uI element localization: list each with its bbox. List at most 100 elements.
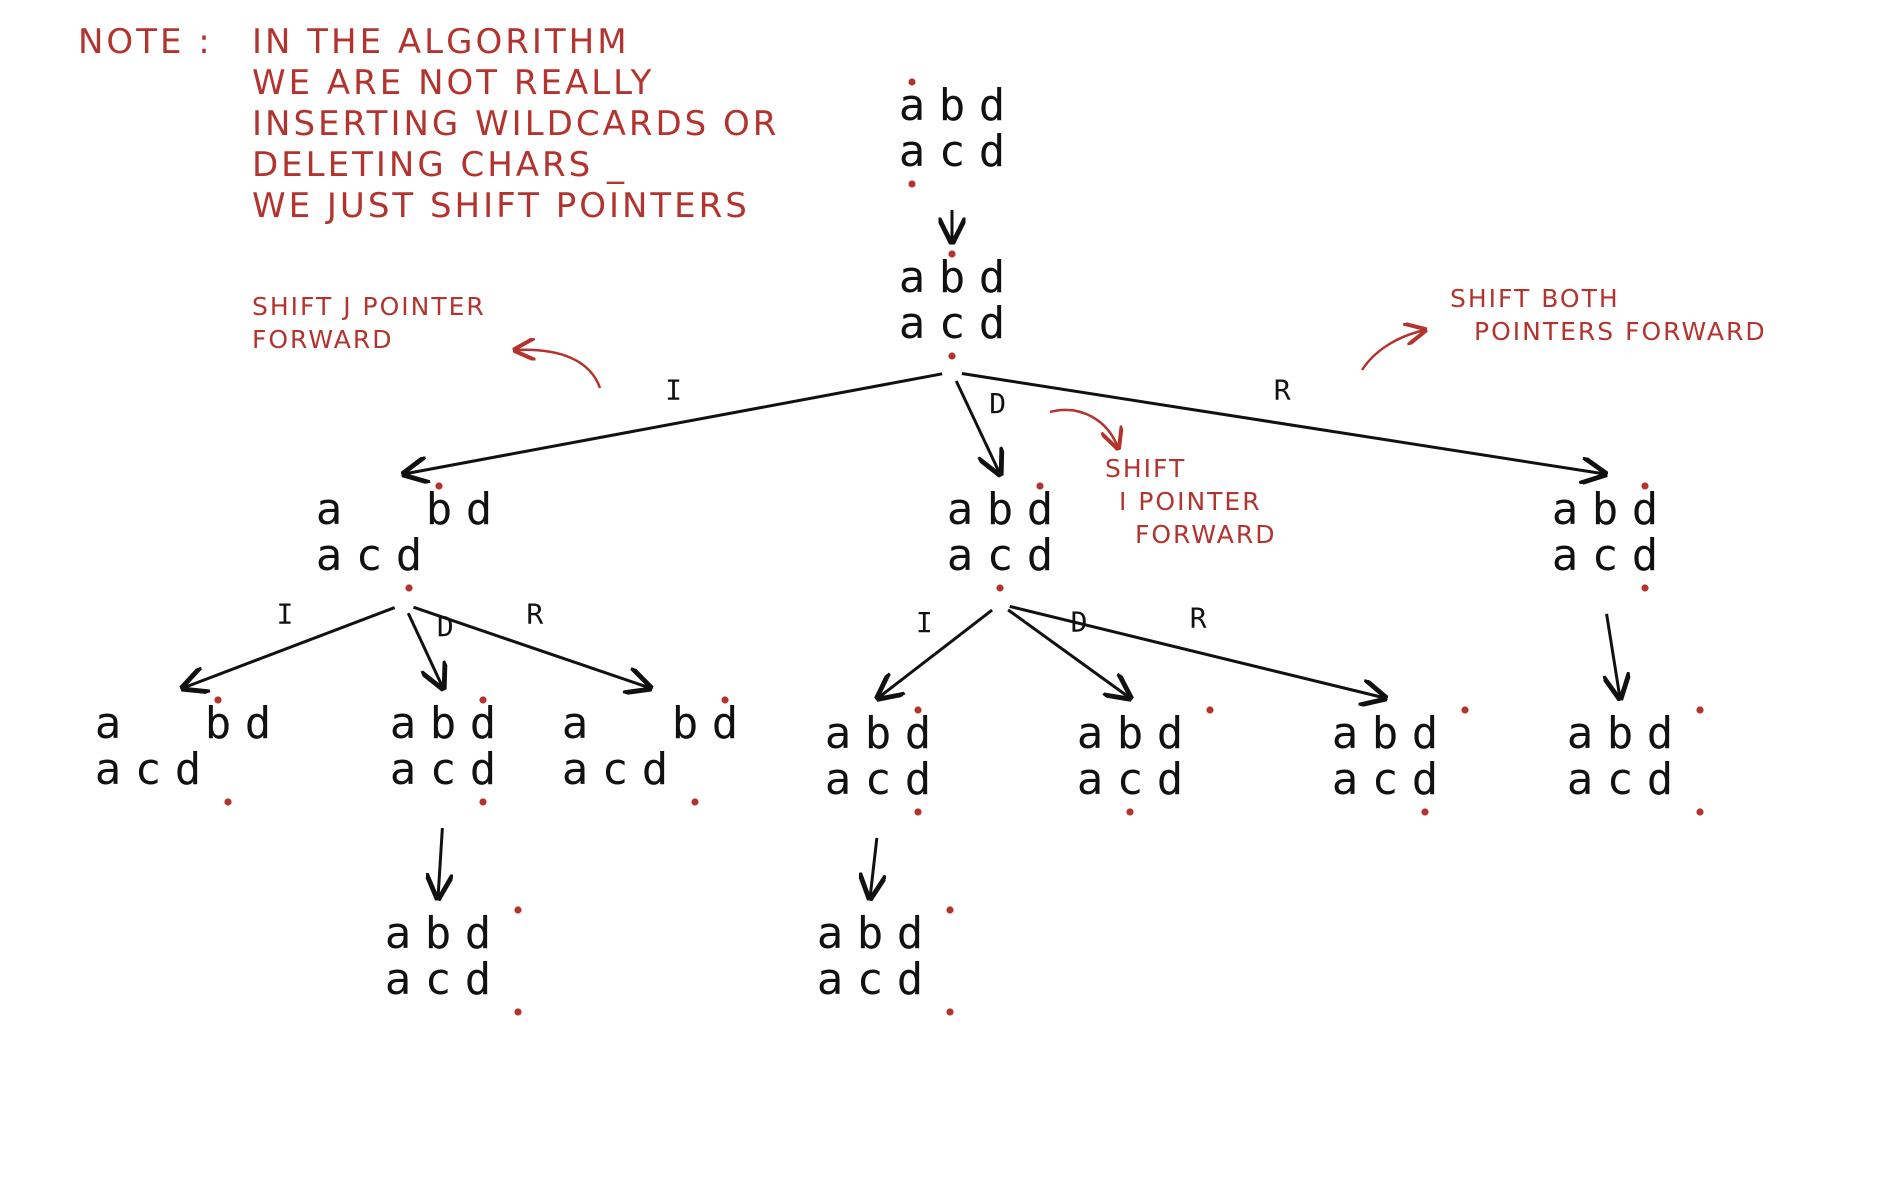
note-line: POINTERS FORWARD bbox=[1474, 317, 1767, 346]
string2-char: d bbox=[1412, 754, 1439, 805]
string2-char: c bbox=[602, 744, 629, 795]
string1-char: d bbox=[897, 908, 924, 959]
string2-char: c bbox=[939, 298, 966, 349]
note-line: SHIFT BOTH bbox=[1450, 284, 1620, 313]
tree-edge bbox=[412, 605, 650, 688]
edge-label: R bbox=[1190, 602, 1207, 635]
edge-label: R bbox=[1274, 373, 1291, 406]
string2-char: d bbox=[979, 298, 1006, 349]
string2-char: c bbox=[857, 954, 884, 1005]
tree-edge bbox=[878, 608, 993, 698]
string1-char: d bbox=[470, 698, 497, 749]
i-pointer-dot bbox=[1641, 482, 1649, 490]
string2-char: a bbox=[1332, 754, 1359, 805]
tree-edge bbox=[183, 606, 396, 688]
annotation-arrows bbox=[515, 330, 1425, 448]
tree-edge bbox=[1009, 604, 1385, 698]
string1-char: d bbox=[1647, 708, 1674, 759]
string2-char: c bbox=[987, 530, 1014, 581]
string1-char: a bbox=[1552, 484, 1579, 535]
string1-char: d bbox=[1412, 708, 1439, 759]
string2-char: d bbox=[897, 954, 924, 1005]
string2-char: d bbox=[470, 744, 497, 795]
j-pointer-dot bbox=[996, 584, 1004, 592]
string1-char: b bbox=[939, 80, 966, 131]
string2-char: c bbox=[865, 754, 892, 805]
string1-char: b bbox=[425, 908, 452, 959]
i-pointer-dot bbox=[214, 696, 222, 704]
string1-char: d bbox=[245, 698, 272, 749]
j-pointer-dot bbox=[1421, 808, 1429, 816]
i-pointer-dot bbox=[1206, 706, 1214, 714]
string2-char: a bbox=[1552, 530, 1579, 581]
string2-char: d bbox=[642, 744, 669, 795]
note-shift-both: SHIFT BOTH POINTERS FORWARD bbox=[1450, 282, 1767, 348]
string1-char: a bbox=[385, 908, 412, 959]
note-line: INSERTING WILDCARDS OR bbox=[252, 104, 780, 144]
note-prefix: NOTE : bbox=[78, 22, 213, 62]
string2-char: a bbox=[899, 126, 926, 177]
j-pointer-dot bbox=[479, 798, 487, 806]
string2-char: a bbox=[817, 954, 844, 1005]
string2-char: a bbox=[947, 530, 974, 581]
i-pointer-dot bbox=[1696, 706, 1704, 714]
string1-char: a bbox=[947, 484, 974, 535]
string1-char: b bbox=[1592, 484, 1619, 535]
i-pointer-dot bbox=[435, 482, 443, 490]
note-line: I POINTER bbox=[1119, 487, 1262, 516]
note-line: IN THE ALGORITHM bbox=[252, 22, 630, 62]
string1-char: b bbox=[939, 252, 966, 303]
string2-char: d bbox=[979, 126, 1006, 177]
string2-char: d bbox=[465, 954, 492, 1005]
string2-char: d bbox=[1027, 530, 1054, 581]
string2-char: c bbox=[939, 126, 966, 177]
string2-char: a bbox=[1567, 754, 1594, 805]
note-line: FORWARD bbox=[1135, 520, 1277, 549]
note-line: DELETING CHARS _ bbox=[252, 145, 628, 185]
note-line: WE ARE NOT REALLY bbox=[252, 63, 655, 103]
j-pointer-dot bbox=[1696, 808, 1704, 816]
string1-char: a bbox=[316, 484, 343, 535]
string1-char: d bbox=[905, 708, 932, 759]
string1-char: d bbox=[712, 698, 739, 749]
string2-char: c bbox=[1592, 530, 1619, 581]
edge-label: D bbox=[989, 387, 1006, 420]
note-shift-j: SHIFT J POINTER FORWARD bbox=[252, 290, 486, 356]
string2-char: d bbox=[396, 530, 423, 581]
string1-char: a bbox=[817, 908, 844, 959]
string2-char: d bbox=[1632, 530, 1659, 581]
string2-char: d bbox=[175, 744, 202, 795]
string1-char: b bbox=[672, 698, 699, 749]
string1-char: b bbox=[1117, 708, 1144, 759]
note-line: FORWARD bbox=[252, 325, 394, 354]
tree-edge bbox=[438, 827, 442, 898]
note-shift-i: SHIFT I POINTER FORWARD bbox=[1105, 452, 1277, 551]
i-pointer-dot bbox=[946, 906, 954, 914]
j-pointer-dot bbox=[405, 584, 413, 592]
string2-char: c bbox=[1117, 754, 1144, 805]
j-pointer-dot bbox=[1126, 808, 1134, 816]
string1-char: b bbox=[430, 698, 457, 749]
string2-char: a bbox=[95, 744, 122, 795]
tree-edge bbox=[406, 612, 443, 688]
string2-char: c bbox=[1607, 754, 1634, 805]
string2-char: c bbox=[430, 744, 457, 795]
string2-char: a bbox=[385, 954, 412, 1005]
j-pointer-dot bbox=[691, 798, 699, 806]
string1-char: b bbox=[865, 708, 892, 759]
string2-char: d bbox=[1647, 754, 1674, 805]
string2-char: c bbox=[135, 744, 162, 795]
string1-char: d bbox=[466, 484, 493, 535]
